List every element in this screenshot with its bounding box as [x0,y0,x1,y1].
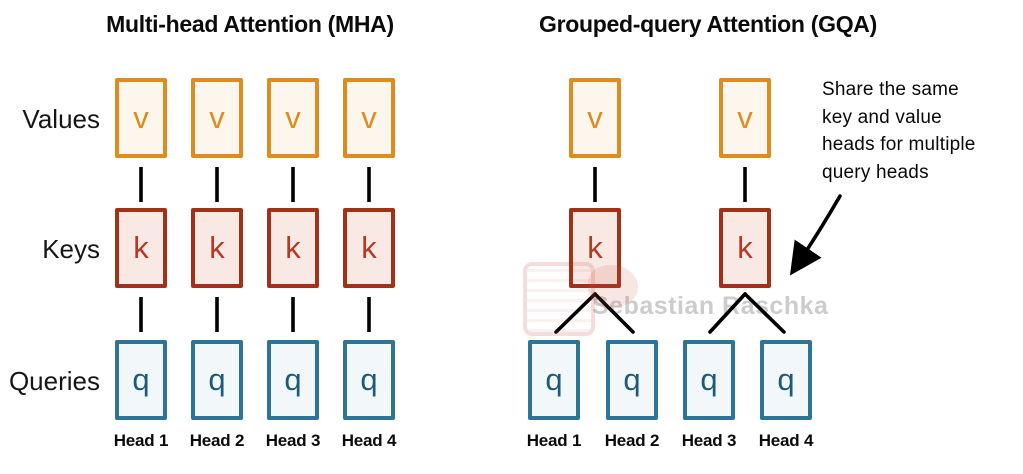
mha-head-label-1: Head 1 [113,431,169,450]
gqa-value-box-2: v [719,78,771,158]
keys-row-label: Keys [42,234,100,264]
connector-line [743,292,786,334]
mha-head-label-2: Head 2 [189,431,245,450]
mha-value-box-1: v [115,78,167,158]
mha-key-box-2: k [191,208,243,288]
gqa-value-box-1: v [569,78,621,158]
share-annotation-arrow-icon [789,194,842,276]
gqa-head-label-1: Head 1 [526,431,582,450]
mha-value-box-4: v [343,78,395,158]
mha-value-box-2: v [191,78,243,158]
watermark-text: Sebastian Raschka [592,292,829,320]
watermark-stamp-blob [588,265,638,307]
gqa-query-box-3: q [683,340,735,420]
gqa-query-box-4: q [760,340,812,420]
connector-line [554,292,597,334]
mha-value-box-3: v [267,78,319,158]
gqa-key-box-2: k [719,208,771,288]
watermark-stamp-icon [523,262,595,336]
mha-title: Multi-head Attention (MHA) [106,11,394,37]
mha-query-box-4: q [343,340,395,420]
mha-query-box-2: q [191,340,243,420]
queries-row-label: Queries [8,366,100,396]
share-annotation-text: Share the same key and value heads for m… [822,79,976,183]
mha-key-box-1: k [115,208,167,288]
gqa-query-box-1: q [528,340,580,420]
values-row-label: Values [22,104,100,134]
gqa-head-label-4: Head 4 [758,431,814,450]
mha-key-box-3: k [267,208,319,288]
gqa-title: Grouped-query Attention (GQA) [539,11,877,37]
mha-head-label-3: Head 3 [265,431,321,450]
mha-head-label-4: Head 4 [341,431,397,450]
connector-line [593,292,635,334]
gqa-head-label-2: Head 2 [604,431,660,450]
mha-query-box-1: q [115,340,167,420]
mha-query-box-3: q [267,340,319,420]
gqa-head-label-3: Head 3 [681,431,737,450]
gqa-query-box-2: q [606,340,658,420]
connector-line [708,292,747,334]
mha-key-box-4: k [343,208,395,288]
gqa-key-box-1: k [569,208,621,288]
